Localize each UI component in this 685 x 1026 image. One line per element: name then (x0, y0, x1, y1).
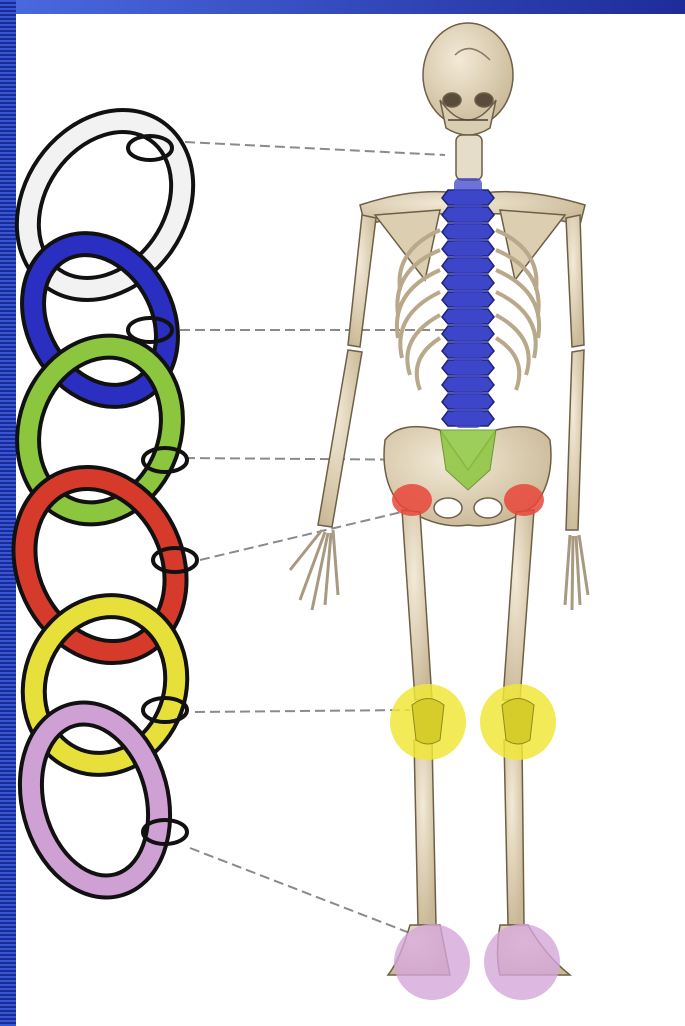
left-hip-highlight (392, 484, 432, 516)
right-hip-highlight (504, 484, 544, 516)
right-scapula (500, 210, 565, 280)
right-tibia (504, 740, 524, 925)
left-scapula (375, 210, 440, 280)
obturator-left (434, 498, 462, 518)
chain-knee (195, 710, 410, 712)
spine-column (454, 178, 482, 428)
left-humerus (348, 215, 376, 347)
right-ankle-highlight (484, 924, 560, 1000)
right-knee-bones (502, 699, 534, 745)
left-hand (290, 530, 338, 610)
left-ankle-highlight (394, 924, 470, 1000)
chain-ankle (190, 848, 415, 935)
chain-links (0, 91, 214, 901)
left-knee-bones (412, 699, 444, 745)
chain-neck (185, 142, 445, 155)
skull (423, 23, 513, 135)
obturator-right (474, 498, 502, 518)
right-hand (565, 535, 588, 610)
right-humerus (566, 215, 584, 347)
cervical-spine (456, 135, 482, 180)
right-femur (503, 510, 534, 700)
left-femur (402, 510, 432, 700)
right-forearm (566, 350, 584, 530)
left-tibia (414, 740, 436, 925)
left-forearm (318, 350, 362, 527)
